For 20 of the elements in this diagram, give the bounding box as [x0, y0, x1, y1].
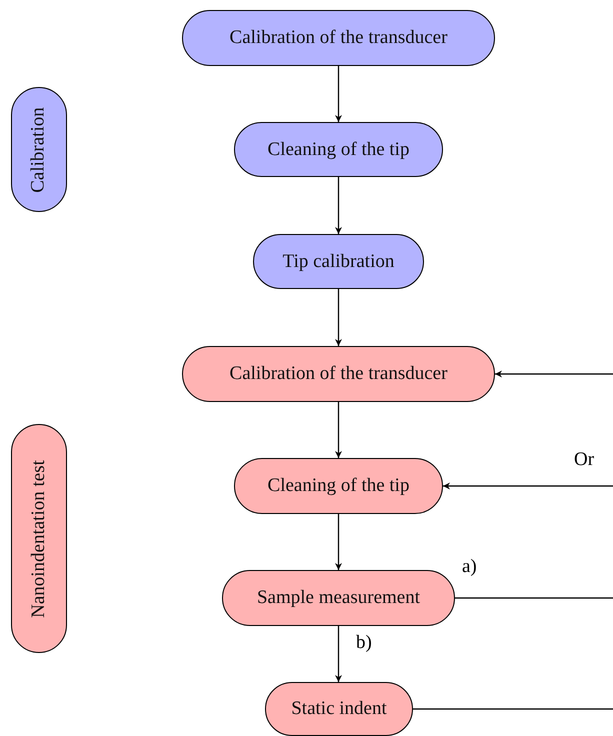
- edge-label: b): [354, 633, 374, 654]
- node-text: Static indent: [291, 698, 387, 720]
- arrow: [495, 370, 613, 378]
- arrow: [335, 514, 342, 570]
- arrow: [335, 289, 342, 346]
- arrow: [335, 626, 342, 682]
- node-text: Sample measurement: [256, 587, 420, 609]
- node-text: Calibration of the transducer: [230, 363, 448, 385]
- process-box: [265, 682, 413, 736]
- arrow: [335, 66, 342, 122]
- node-text: Tip calibration: [282, 250, 394, 272]
- node-text: Calibration: [28, 106, 50, 192]
- node-text: Calibration of the transducer: [230, 27, 448, 49]
- arrow: [335, 177, 342, 234]
- node-text: Cleaning of the tip: [268, 138, 410, 160]
- node-text: Cleaning of the tip: [268, 475, 410, 497]
- arrow: [335, 402, 342, 458]
- arrow: [443, 482, 613, 490]
- node-text: Nanoindentation test: [28, 460, 50, 618]
- edge-label: a): [460, 557, 479, 578]
